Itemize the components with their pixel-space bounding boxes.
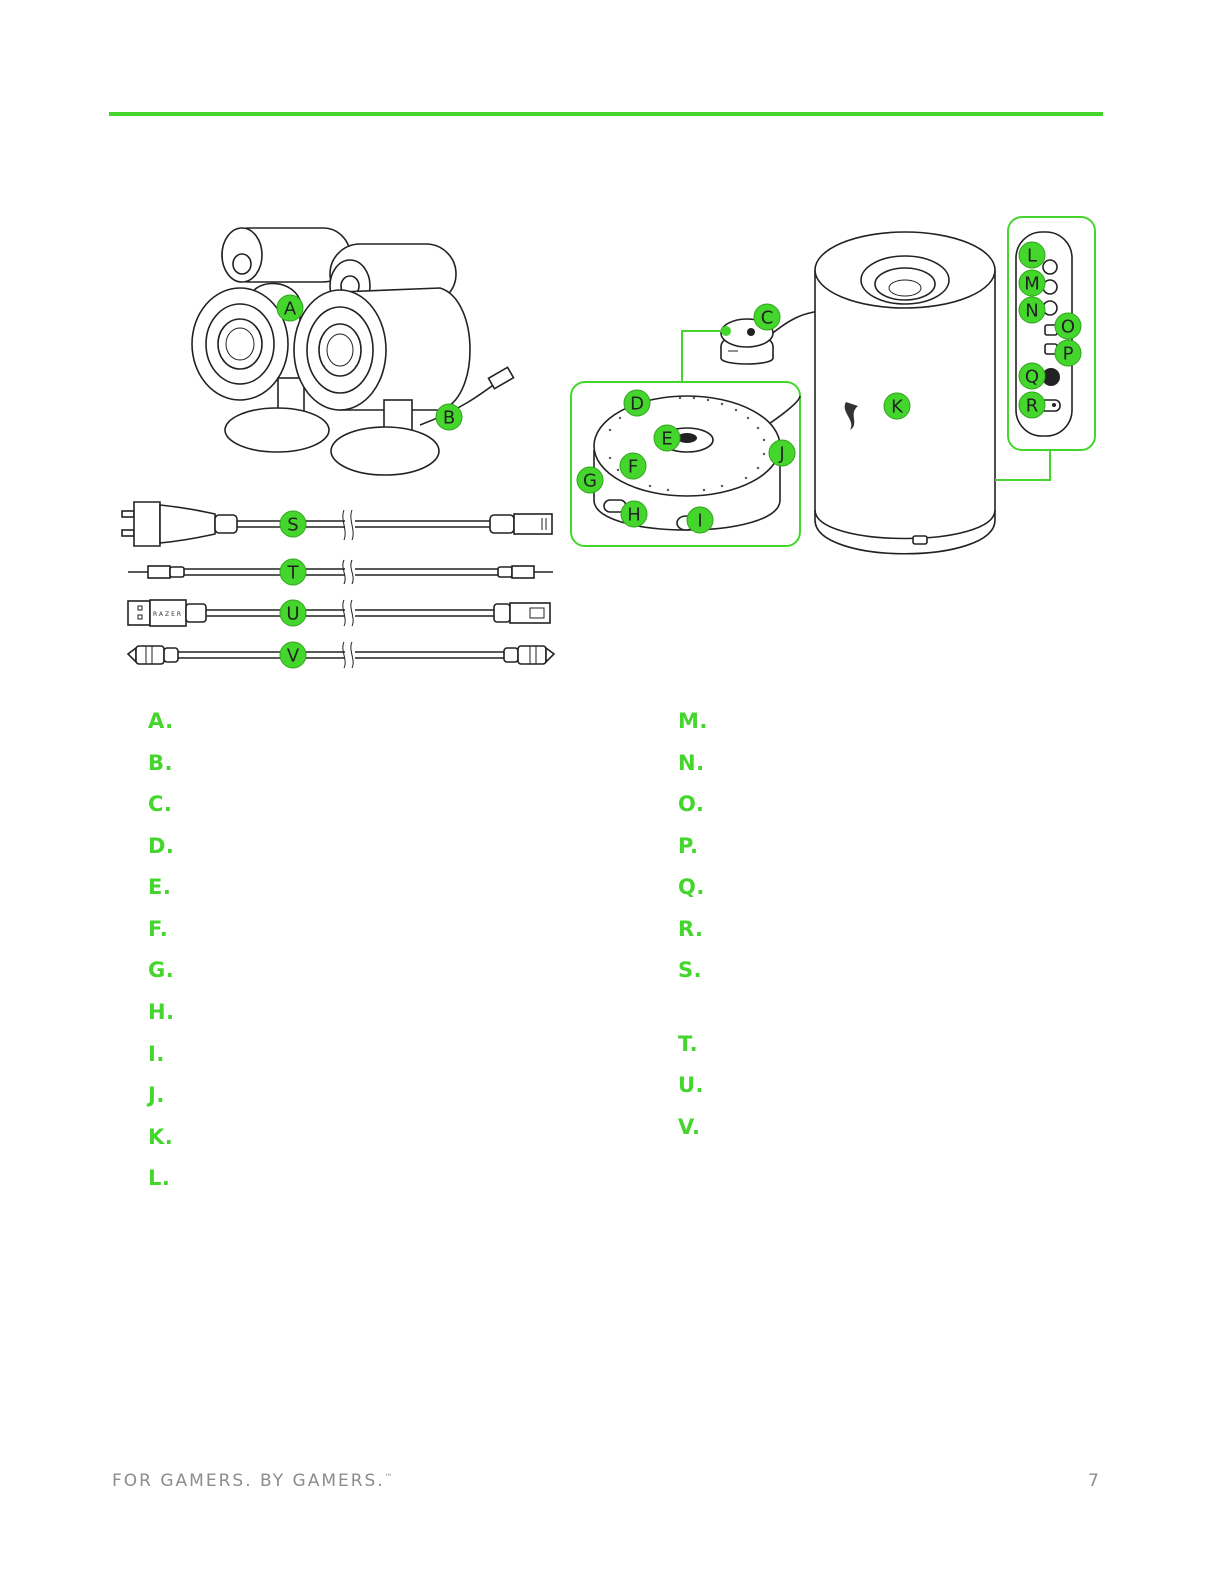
callout-v: V <box>279 641 307 669</box>
legend-item: H. <box>148 1000 175 1024</box>
callout-u: U <box>279 599 307 627</box>
callout-s: S <box>279 510 307 538</box>
svg-text:T: T <box>287 563 300 584</box>
trademark-symbol: ™ <box>384 1472 393 1482</box>
svg-text:P: P <box>1063 344 1074 365</box>
legend-item: Q. <box>678 875 705 899</box>
legend-item: O. <box>678 792 705 816</box>
usb-cable: RAZER <box>127 599 551 627</box>
legend-item: A. <box>148 709 174 733</box>
svg-text:R: R <box>1026 396 1039 417</box>
header-green-rule <box>109 112 1103 116</box>
optical-cable <box>126 645 556 665</box>
svg-text:I: I <box>697 511 702 532</box>
callout-j: J <box>768 439 796 467</box>
callout-p: P <box>1054 339 1082 367</box>
svg-text:V: V <box>287 646 300 667</box>
svg-text:O: O <box>1061 317 1075 338</box>
callout-r: R <box>1018 391 1046 419</box>
cables-illustration: RAZER <box>121 501 556 669</box>
legend-item: U. <box>678 1073 705 1097</box>
legend-item: S. <box>678 958 703 982</box>
legend-item: F. <box>148 917 169 941</box>
legend-item: B. <box>148 751 173 775</box>
cable-brand-text: RAZER <box>153 611 183 618</box>
callout-k: K <box>883 392 911 420</box>
legend-item: D. <box>148 834 175 858</box>
svg-text:A: A <box>284 299 297 320</box>
footer-tagline-text: FOR GAMERS. BY GAMERS. <box>112 1471 385 1491</box>
callout-g: G <box>576 466 604 494</box>
callout-o: O <box>1054 312 1082 340</box>
callout-l: L <box>1018 241 1046 269</box>
svg-text:D: D <box>630 394 644 415</box>
power-cable <box>121 501 553 547</box>
aux-cable <box>128 565 553 579</box>
callout-f: F <box>619 452 647 480</box>
legend-item: R. <box>678 917 704 941</box>
svg-text:Q: Q <box>1025 367 1039 388</box>
footer-tagline: FOR GAMERS. BY GAMERS.™ <box>112 1471 393 1491</box>
svg-text:G: G <box>583 471 597 492</box>
legend-item: L. <box>148 1166 171 1190</box>
legend-item: C. <box>148 792 173 816</box>
callout-d: D <box>623 389 651 417</box>
callout-m: M <box>1018 269 1046 297</box>
svg-text:E: E <box>661 429 672 450</box>
legend-item: M. <box>678 709 708 733</box>
callout-h: H <box>620 500 648 528</box>
svg-text:N: N <box>1025 301 1038 322</box>
legend-item: P. <box>678 834 699 858</box>
page-number: 7 <box>1088 1471 1099 1491</box>
legend-item: I. <box>148 1042 165 1066</box>
legend-item: E. <box>148 875 172 899</box>
legend-item: N. <box>678 751 705 775</box>
svg-text:H: H <box>627 505 641 526</box>
callout-t: T <box>279 558 307 586</box>
cable-break-marks <box>342 509 354 669</box>
svg-text:S: S <box>287 515 298 536</box>
svg-text:C: C <box>761 308 774 329</box>
legend-item: G. <box>148 958 175 982</box>
legend-item: V. <box>678 1115 701 1139</box>
svg-text:F: F <box>628 457 638 478</box>
control-pod-inset <box>570 381 801 547</box>
svg-text:K: K <box>891 397 904 418</box>
callout-b: B <box>435 403 463 431</box>
snake-logo-icon <box>844 402 858 430</box>
svg-text:U: U <box>286 604 299 625</box>
svg-text:J: J <box>778 444 784 465</box>
callout-q: Q <box>1018 362 1046 390</box>
subwoofer-illustration <box>814 231 996 555</box>
legend-item: T. <box>678 1032 699 1056</box>
satellite-speakers-illustration <box>191 227 515 476</box>
callout-c: C <box>753 303 781 331</box>
legend-item: J. <box>148 1083 165 1107</box>
svg-text:L: L <box>1027 246 1037 267</box>
callout-n: N <box>1018 296 1046 324</box>
svg-text:M: M <box>1024 274 1040 295</box>
legend-item: K. <box>148 1125 174 1149</box>
callout-i: I <box>686 506 714 534</box>
callout-e: E <box>653 424 681 452</box>
product-diagram: RAZER <box>121 216 1096 669</box>
svg-text:B: B <box>443 408 455 429</box>
callout-a: A <box>276 294 304 322</box>
